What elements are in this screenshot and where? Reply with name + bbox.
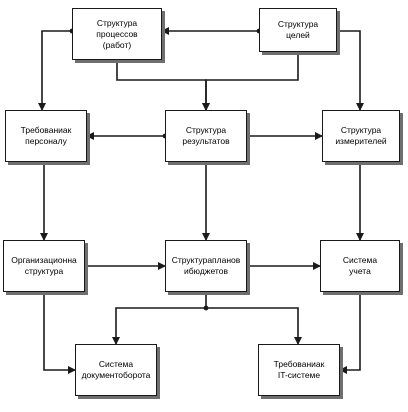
node-plans-budgets-structure: Структурапланов ибюджетов [165, 240, 247, 292]
connector-goals-to-meters [337, 30, 364, 111]
node-process-structure-label: Структура процессов (работ) [96, 17, 138, 50]
node-docflow-system-label: Система документоборота [81, 359, 151, 380]
node-personnel-requirements-label: Требованиак персоналу [20, 125, 72, 146]
node-results-structure: Структура результатов [165, 110, 247, 162]
node-org-structure-label: Организационна структура [11, 255, 77, 276]
node-process-structure: Структура процессов (работ) [72, 8, 162, 60]
node-goal-structure-label: Структура целей [277, 19, 319, 40]
node-meters-structure-label: Структура измерителей [335, 125, 387, 146]
node-meters-structure: Структура измерителей [322, 110, 400, 162]
connector-plans-to-it [206, 307, 302, 345]
node-it-requirements: Требованиак IT-системе [258, 344, 340, 396]
connector-accounting-to-it [339, 292, 361, 374]
node-it-requirements-label: Требованиак IT-системе [273, 359, 325, 380]
node-accounting-system: Система учета [320, 240, 400, 292]
node-accounting-system-label: Система учета [342, 255, 378, 276]
node-goal-structure: Структура целей [259, 8, 337, 52]
node-plans-budgets-structure-label: Структурапланов ибюджетов [171, 255, 241, 276]
node-results-structure-label: Структура результатов [182, 125, 230, 146]
node-personnel-requirements: Требованиак персоналу [5, 110, 87, 162]
connector-processes-to-personnel [38, 30, 72, 111]
connector-start-dot-plans [203, 305, 209, 311]
node-org-structure: Организационна структура [3, 240, 85, 292]
connector-org-to-docflow [43, 292, 76, 374]
connector-plans-to-docflow [112, 292, 207, 345]
connector-processes-to-results [116, 60, 210, 111]
node-docflow-system: Система документоборота [75, 344, 157, 396]
connector-goals-to-results [202, 52, 299, 111]
